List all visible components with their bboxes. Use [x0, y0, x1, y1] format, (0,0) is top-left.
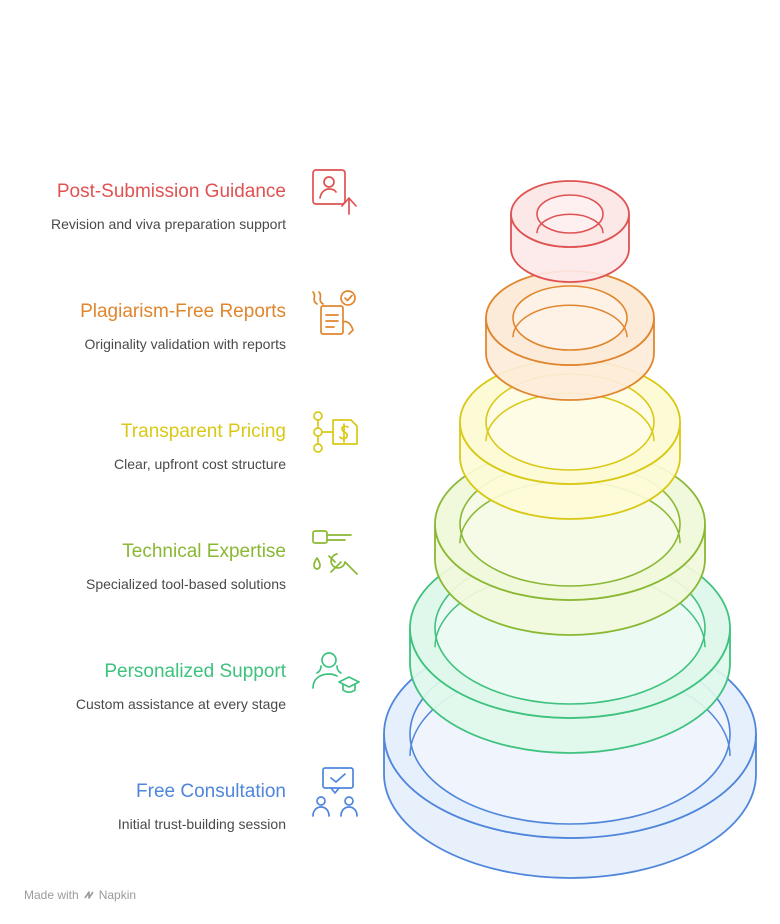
step-description: Originality validation with reports [84, 336, 286, 352]
step-title: Post-Submission Guidance [56, 181, 286, 202]
step-description: Initial trust-building session [117, 816, 286, 832]
ring-transparent-pricing [459, 359, 681, 520]
consultation-icon [309, 766, 361, 818]
ring-post-submission-guidance [510, 180, 630, 283]
step-technical-expertise: Technical Expertise Specialized tool-bas… [86, 540, 286, 593]
step-personalized-support: Personalized Support Custom assistance a… [76, 660, 286, 713]
step-title: Plagiarism-Free Reports [80, 301, 286, 322]
step-title: Free Consultation [136, 781, 286, 802]
step-post-submission-guidance: Post-Submission Guidance Revision and vi… [51, 180, 286, 233]
step-title: Technical Expertise [122, 541, 286, 562]
ring-plagiarism-free-reports [485, 270, 655, 401]
step-description: Custom assistance at every stage [75, 696, 286, 712]
document-check-icon [309, 288, 361, 340]
pricing-flow-icon [309, 408, 361, 460]
step-description: Revision and viva preparation support [50, 216, 286, 232]
graduate-icon [309, 648, 361, 700]
tools-icon [309, 528, 361, 580]
footer-brand: Napkin [98, 888, 137, 902]
step-free-consultation: Free Consultation Initial trust-building… [118, 780, 286, 833]
footer: Made with Napkin [24, 888, 136, 902]
step-plagiarism-free-reports: Plagiarism-Free Reports Originality vali… [80, 300, 286, 353]
step-description: Clear, upfront cost structure [114, 456, 286, 472]
ring-stack-diagram [383, 180, 757, 879]
napkin-logo-icon [84, 891, 94, 899]
user-upload-icon [309, 168, 361, 220]
step-description: Specialized tool-based solutions [85, 576, 286, 592]
footer-made-with: Made with [24, 888, 79, 902]
step-transparent-pricing: Transparent Pricing Clear, upfront cost … [114, 420, 286, 473]
step-title: Personalized Support [104, 661, 286, 682]
step-title: Transparent Pricing [120, 421, 286, 442]
